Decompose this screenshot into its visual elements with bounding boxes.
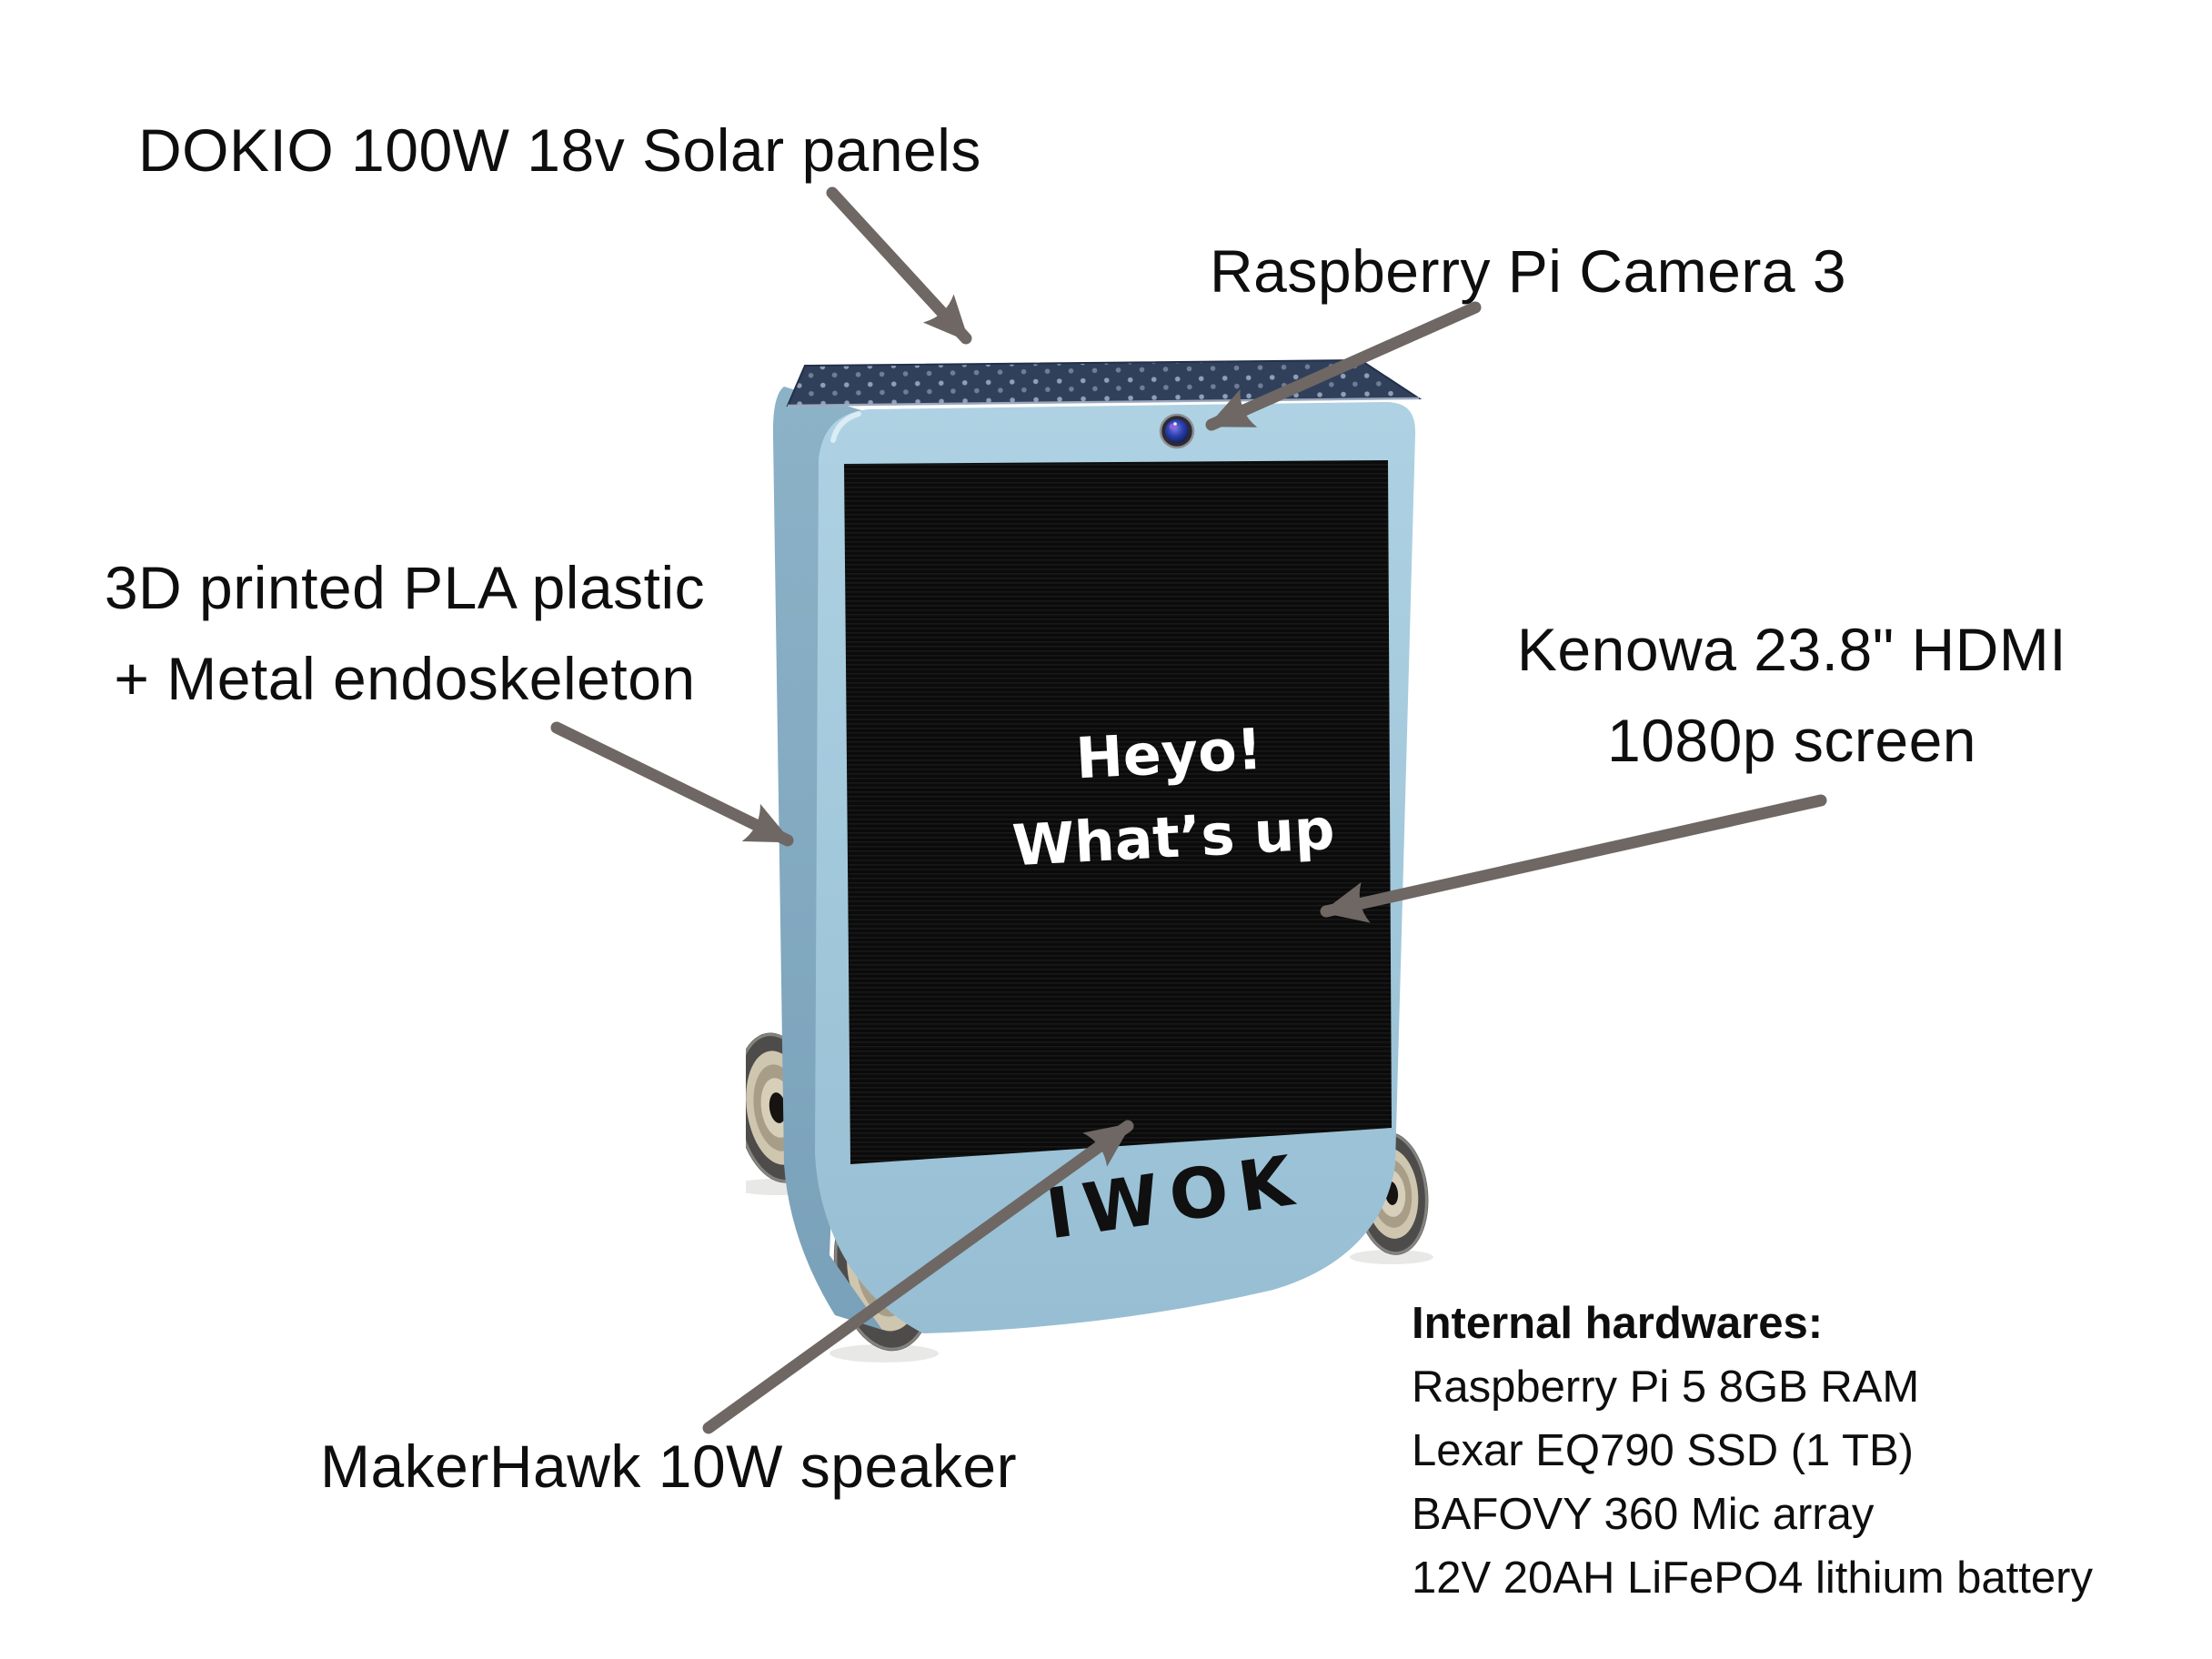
wheel-shadow (1350, 1250, 1433, 1264)
camera-lens (1159, 413, 1195, 449)
robot-illustration: Heyo! What’s up IWOK (746, 358, 1433, 1362)
label-body-material-line2: + Metal endoskeleton (114, 645, 696, 712)
label-screen: Kenowa 23.8" HDMI 1080p screen (1414, 604, 2169, 786)
corner-highlight (830, 411, 861, 443)
screen-text-line1: Heyo! (1074, 716, 1264, 792)
label-speaker: MakerHawk 10W speaker (320, 1433, 1018, 1500)
label-screen-line1: Kenowa 23.8" HDMI (1516, 616, 2067, 683)
internal-hardware-item: BAFOVY 360 Mic array (1412, 1490, 1875, 1539)
screen-text: Heyo! What’s up (1010, 716, 1336, 879)
internal-hardware-list: Internal hardwares: Raspberry Pi 5 8GB R… (1412, 1292, 2093, 1610)
internal-hardware-item: Raspberry Pi 5 8GB RAM (1412, 1362, 1920, 1412)
internal-hardware-item: 12V 20AH LiFePO4 lithium battery (1412, 1553, 2093, 1603)
label-solar-panels: DOKIO 100W 18v Solar panels (138, 116, 981, 184)
internal-hardware-title: Internal hardwares: (1412, 1299, 1824, 1348)
robot-screen (844, 460, 1392, 1164)
label-body-material-line1: 3D printed PLA plastic (104, 554, 706, 621)
internal-hardware-item: Lexar EQ790 SSD (1 TB) (1412, 1426, 1914, 1475)
label-camera: Raspberry Pi Camera 3 (1210, 237, 1847, 305)
label-body-material: 3D printed PLA plastic + Metal endoskele… (23, 542, 787, 724)
solar-arrow (826, 186, 972, 345)
label-screen-line2: 1080p screen (1607, 707, 1976, 774)
